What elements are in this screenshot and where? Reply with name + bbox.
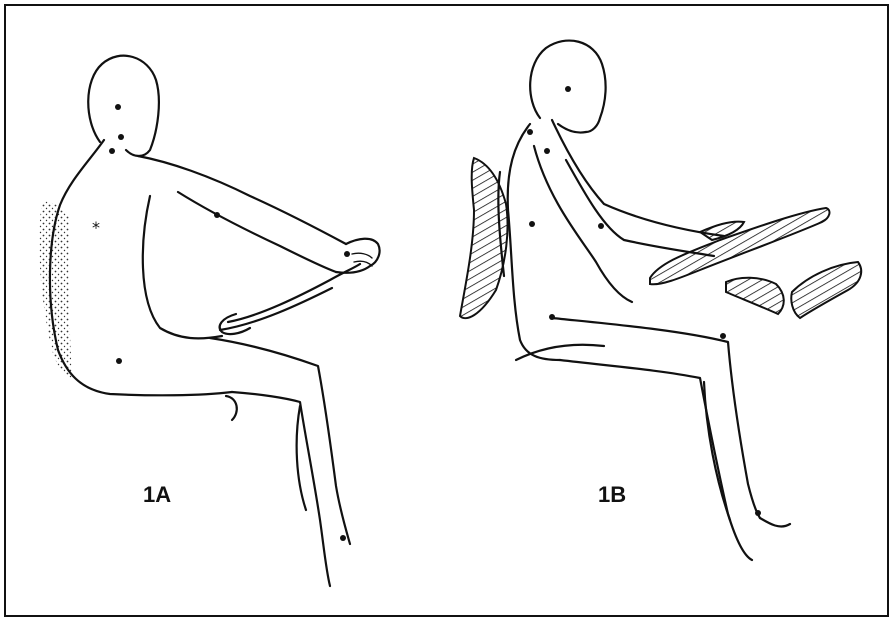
joint-dot-ankle-1b — [755, 510, 761, 516]
chin-1b — [558, 124, 586, 133]
star-marker-1a: * — [92, 218, 100, 237]
footrest-right-1b — [791, 262, 861, 318]
head-1a — [88, 56, 159, 156]
panel-label-1b: 1B — [598, 482, 626, 507]
thigh-bottom-1b — [560, 360, 752, 560]
joint-dot-ankle-1a — [340, 535, 346, 541]
joint-dot-elbow-1a — [214, 212, 220, 218]
forearm-lower-1a — [178, 192, 336, 272]
thigh-bottom-1a — [232, 392, 330, 586]
calf-1a — [297, 406, 306, 510]
footrest-left-1b — [726, 278, 784, 314]
thigh-top-1a — [210, 338, 350, 544]
thigh-top-1b — [552, 318, 760, 518]
back-shading-1a — [39, 202, 72, 379]
hand-1a — [336, 239, 380, 273]
joint-dot-knee-1b — [720, 333, 726, 339]
joint-dot-hip-1a — [116, 358, 122, 364]
joint-dot-neck-1b — [527, 129, 533, 135]
shoulder-arm-1b — [552, 120, 724, 236]
joint-dot-neck-1a — [118, 134, 124, 140]
keyboard-tray-1b — [650, 208, 829, 284]
shoulder-line-1a — [138, 156, 346, 244]
torso-front-1a — [143, 196, 222, 338]
joint-dot-hip-1b — [549, 314, 555, 320]
panel-1b: 1B — [460, 41, 861, 560]
seat-1a — [226, 396, 237, 420]
panel-1a: * 1A — [39, 56, 379, 586]
forearm-1b — [566, 160, 714, 256]
joint-dot-shoulder-1b — [544, 148, 550, 154]
joint-dot-head-1b — [565, 86, 571, 92]
rod-1a-lower — [220, 288, 332, 330]
fingers-1a — [352, 253, 372, 266]
joint-dot-shoulder-1a — [109, 148, 115, 154]
joint-dot-wrist-1a — [344, 251, 350, 257]
figure-border — [5, 5, 888, 616]
panel-label-1a: 1A — [143, 482, 171, 507]
joint-dot-wrist-1b — [598, 223, 604, 229]
chest-1b — [534, 146, 632, 302]
joint-dot-chest-1b — [529, 221, 535, 227]
joint-dot-head-1a — [115, 104, 121, 110]
calf-1b — [704, 382, 730, 520]
back-line-1b — [508, 124, 560, 360]
back-line-1a — [50, 140, 232, 395]
foot-1b — [760, 518, 790, 526]
